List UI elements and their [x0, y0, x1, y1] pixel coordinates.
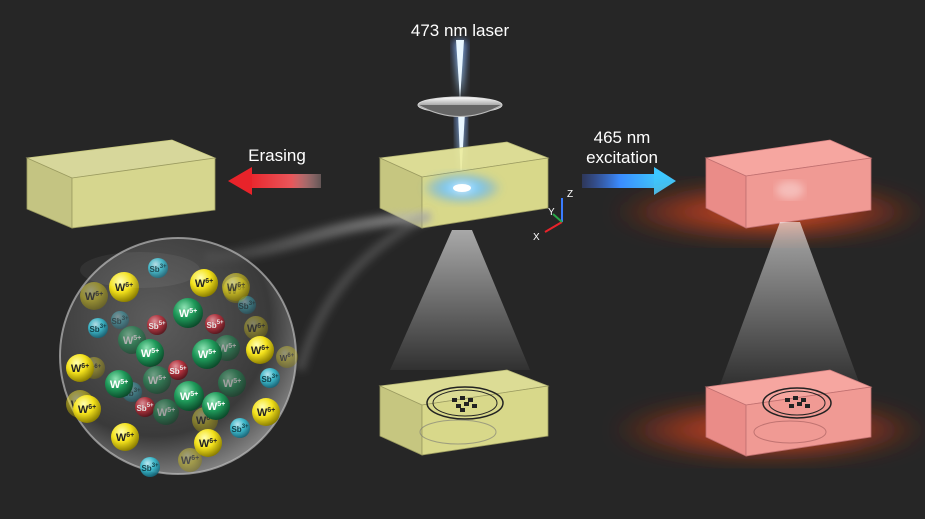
sb5-ion-label: Sb5+ — [206, 320, 224, 330]
axis-z-label: Z — [567, 189, 573, 200]
w6-ion: W6+ — [109, 272, 139, 302]
w5-ion-label: W5+ — [157, 407, 175, 419]
sb3-ion: Sb3+ — [111, 311, 129, 329]
sb3-ion-label: Sb3+ — [89, 324, 107, 334]
w6-ion: W6+ — [111, 423, 139, 451]
w5-ion: W5+ — [192, 339, 222, 369]
w6-ion-label: W6+ — [116, 432, 134, 444]
w5-ion: W5+ — [143, 366, 171, 394]
w5-ion: W5+ — [173, 298, 203, 328]
sb3-ion-label: Sb3+ — [141, 463, 159, 473]
w5-ion-label: W5+ — [123, 335, 141, 347]
excited-crystal — [610, 139, 925, 242]
sb3-ion-label: Sb3+ — [111, 316, 129, 326]
w6-ion: W6+ — [190, 269, 218, 297]
w6-ion: W6+ — [73, 395, 101, 423]
zoom-swoosh-bottom — [295, 210, 433, 372]
w6-ion: W6+ — [80, 282, 108, 310]
w5-ion: W5+ — [153, 399, 179, 425]
w5-ion-label: W5+ — [218, 343, 236, 355]
w6-ion-label: W6+ — [115, 282, 133, 294]
sb3-ion-label: Sb3+ — [261, 374, 279, 384]
w6-ion: W6+ — [276, 346, 298, 368]
w5-ion-label: W5+ — [180, 391, 198, 403]
w5-ion-label: W5+ — [148, 375, 166, 387]
sb3-ion-label: Sb3+ — [149, 264, 167, 274]
w6-ion-label: W6+ — [247, 323, 265, 335]
sb5-ion: Sb5+ — [135, 397, 155, 417]
w5-ion-label: W5+ — [207, 401, 225, 413]
excitation-label: 465 nm excitation — [562, 128, 682, 168]
w5-ion-label: W5+ — [110, 379, 128, 391]
sb5-ion: Sb5+ — [168, 360, 188, 380]
w6-ion-label: W6+ — [78, 404, 96, 416]
w6-ion: W6+ — [66, 354, 94, 382]
w6-ion: W6+ — [178, 448, 202, 472]
excitation-label-line1: 465 nm — [593, 128, 651, 147]
w6-ion-label: W6+ — [71, 363, 89, 375]
w5-ion-label: W5+ — [198, 349, 216, 361]
sb5-ion: Sb5+ — [147, 315, 167, 335]
w6-ion-label: W6+ — [195, 278, 213, 290]
w6-ion-label: W6+ — [85, 291, 103, 303]
w5-ion: W5+ — [202, 392, 230, 420]
sb5-ion-label: Sb5+ — [136, 403, 154, 413]
readout-cone-center — [390, 230, 530, 370]
w5-ion: W5+ — [105, 370, 133, 398]
readout-crystal-right — [610, 369, 925, 462]
excitation-label-line2: excitation — [586, 148, 658, 167]
sb3-ion-label: Sb3+ — [231, 424, 249, 434]
w6-ion: W6+ — [194, 429, 222, 457]
w6-ion-label: W6+ — [257, 407, 275, 419]
ion-sphere: W6+W6+W6+W6+W6+W6+W6+W6+Sb3+Sb3+Sb3+Sb3+… — [59, 237, 298, 477]
w6-ion: W6+ — [244, 316, 268, 340]
axis-x-label: X — [533, 232, 540, 243]
w6-ion-label: W6+ — [199, 438, 217, 450]
w6-ion: W6+ — [246, 336, 274, 364]
erasing-arrow — [228, 167, 321, 195]
readout-crystal-center — [378, 369, 550, 456]
laser-beam — [452, 40, 468, 182]
axis-y-label: Y — [548, 207, 555, 218]
w6-ion-label: W6+ — [280, 353, 295, 363]
sb3-ion: Sb3+ — [148, 258, 168, 278]
w6-ion-label: W6+ — [227, 282, 245, 294]
sb3-ion: Sb3+ — [238, 296, 256, 314]
w6-ion: W6+ — [252, 398, 280, 426]
w5-ion-label: W5+ — [179, 308, 197, 320]
sb5-ion-label: Sb5+ — [148, 321, 166, 331]
sb5-ion-label: Sb5+ — [169, 366, 187, 376]
sb3-ion: Sb3+ — [140, 457, 160, 477]
readout-cone-right — [720, 222, 860, 385]
w5-ion: W5+ — [136, 339, 164, 367]
focusing-lens — [417, 96, 503, 117]
w5-ion: W5+ — [218, 369, 246, 397]
w6-ion-label: W6+ — [181, 455, 199, 467]
coordinate-axes: Z Y X — [533, 189, 573, 243]
w6-ion-label: W6+ — [251, 345, 269, 357]
erased-crystal — [25, 139, 217, 229]
laser-label: 473 nm laser — [410, 21, 510, 40]
sb3-ion: Sb3+ — [230, 418, 250, 438]
erasing-label: Erasing — [248, 146, 306, 165]
sb3-ion-label: Sb3+ — [238, 301, 256, 311]
sb3-ion: Sb3+ — [88, 318, 108, 338]
sb3-ion: Sb3+ — [260, 368, 280, 388]
stored-pattern — [426, 386, 504, 420]
w5-ion-label: W5+ — [141, 348, 159, 360]
w6-ion: W6+ — [222, 273, 250, 301]
zoom-swoosh-top — [205, 212, 430, 262]
sb5-ion: Sb5+ — [205, 314, 225, 334]
excitation-arrow — [582, 167, 676, 195]
w5-ion: W5+ — [174, 381, 204, 411]
w5-ion-label: W5+ — [223, 378, 241, 390]
writing-crystal — [378, 141, 550, 229]
